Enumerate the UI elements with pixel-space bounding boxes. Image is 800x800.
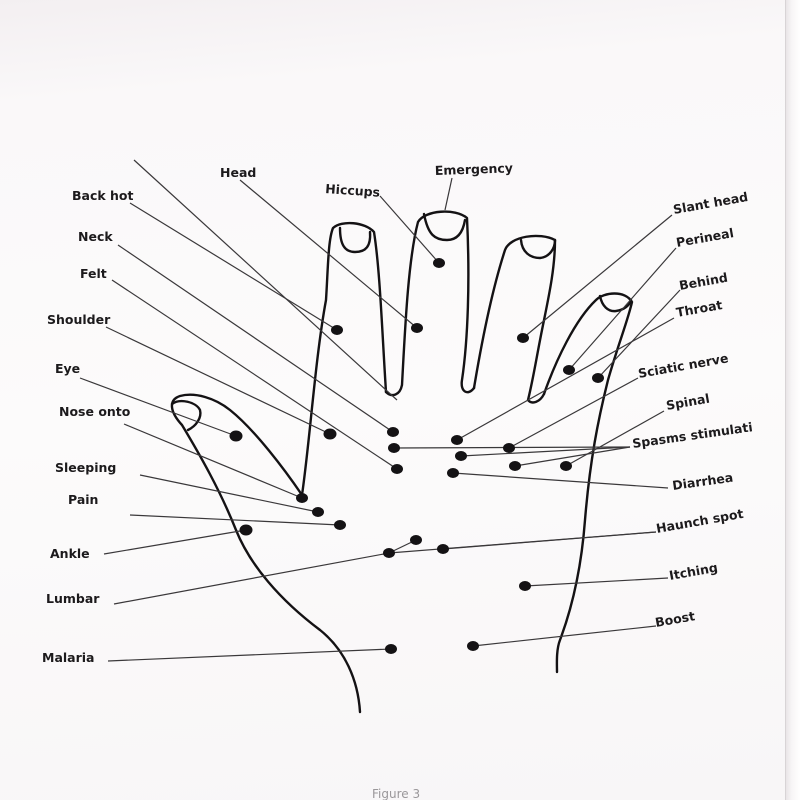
- point-neck: [387, 427, 399, 437]
- point-palm-a: [388, 443, 400, 453]
- label-perineal: Perineal: [675, 225, 735, 250]
- labels-right: Slant head Perineal Behind Throat Sciati…: [631, 189, 753, 630]
- point-malaria: [385, 644, 397, 654]
- thumb-nail: [170, 399, 202, 432]
- label-lumbar: Lumbar: [46, 591, 100, 606]
- label-spinal: Spinal: [665, 391, 711, 413]
- label-sleeping: Sleeping: [55, 460, 116, 475]
- label-boost: Boost: [654, 608, 696, 630]
- point-nose-onto: [296, 493, 308, 503]
- label-haunch-spot: Haunch spot: [655, 506, 745, 536]
- pinky-nail: [598, 294, 633, 313]
- leader-lines: [79, 159, 681, 662]
- point-ankle: [239, 524, 253, 536]
- point-spinal: [560, 461, 572, 471]
- middle-finger-outline: [384, 210, 476, 397]
- label-itching: Itching: [668, 560, 719, 583]
- point-eye: [229, 430, 243, 442]
- labels-left: Head Back hot Neck Felt Shoulder Eye Nos…: [42, 165, 256, 665]
- index-nail: [338, 226, 372, 254]
- label-pain: Pain: [68, 492, 98, 507]
- point-pain: [334, 520, 346, 530]
- label-head: Head: [220, 165, 256, 180]
- acupressure-points: [229, 258, 604, 654]
- label-malaria: Malaria: [42, 650, 94, 665]
- point-felt: [391, 464, 403, 474]
- label-shoulder: Shoulder: [47, 312, 111, 327]
- figure-caption: Figure 3: [372, 787, 420, 800]
- label-diarrhea: Diarrhea: [671, 470, 734, 493]
- label-neck: Neck: [78, 229, 113, 244]
- label-ankle: Ankle: [50, 546, 90, 561]
- point-slant-head: [517, 333, 529, 343]
- point-throat: [451, 435, 463, 445]
- point-spasms: [455, 451, 467, 461]
- point-spasms-b: [509, 461, 521, 471]
- label-felt: Felt: [80, 266, 107, 281]
- label-slant-head: Slant head: [672, 189, 749, 217]
- point-back-hot: [331, 325, 343, 335]
- hand-outline: [170, 210, 634, 714]
- label-eye: Eye: [55, 361, 80, 376]
- point-shoulder: [323, 428, 337, 440]
- page-edge: [785, 0, 800, 800]
- point-hiccups: [433, 258, 445, 268]
- point-lumbar: [383, 548, 395, 558]
- point-itching: [519, 581, 531, 591]
- index-finger-outline: [300, 221, 388, 497]
- label-emergency: Emergency: [435, 160, 514, 178]
- pinky-outline: [542, 292, 634, 674]
- point-sciatic-nerve: [503, 443, 515, 453]
- ring-nail: [519, 238, 557, 260]
- point-lumbar-a: [410, 535, 422, 545]
- label-spasms-stimulation: Spasms stimulati: [631, 419, 753, 451]
- label-back-hot: Back hot: [72, 188, 134, 203]
- point-behind: [592, 373, 604, 383]
- label-hiccups: Hiccups: [325, 181, 381, 200]
- middle-nail: [422, 212, 467, 242]
- label-behind: Behind: [678, 270, 729, 293]
- point-head: [411, 323, 423, 333]
- point-haunch-spot: [437, 544, 449, 554]
- label-nose-onto: Nose onto: [59, 404, 131, 419]
- point-diarrhea: [447, 468, 459, 478]
- labels-top: Hiccups Emergency: [325, 160, 513, 200]
- point-boost: [467, 641, 479, 651]
- point-perineal: [563, 365, 575, 375]
- ring-finger-outline: [472, 234, 557, 404]
- label-throat: Throat: [675, 297, 724, 320]
- point-sleeping: [312, 507, 324, 517]
- label-sciatic-nerve: Sciatic nerve: [637, 350, 730, 381]
- thumb-outline: [170, 393, 362, 714]
